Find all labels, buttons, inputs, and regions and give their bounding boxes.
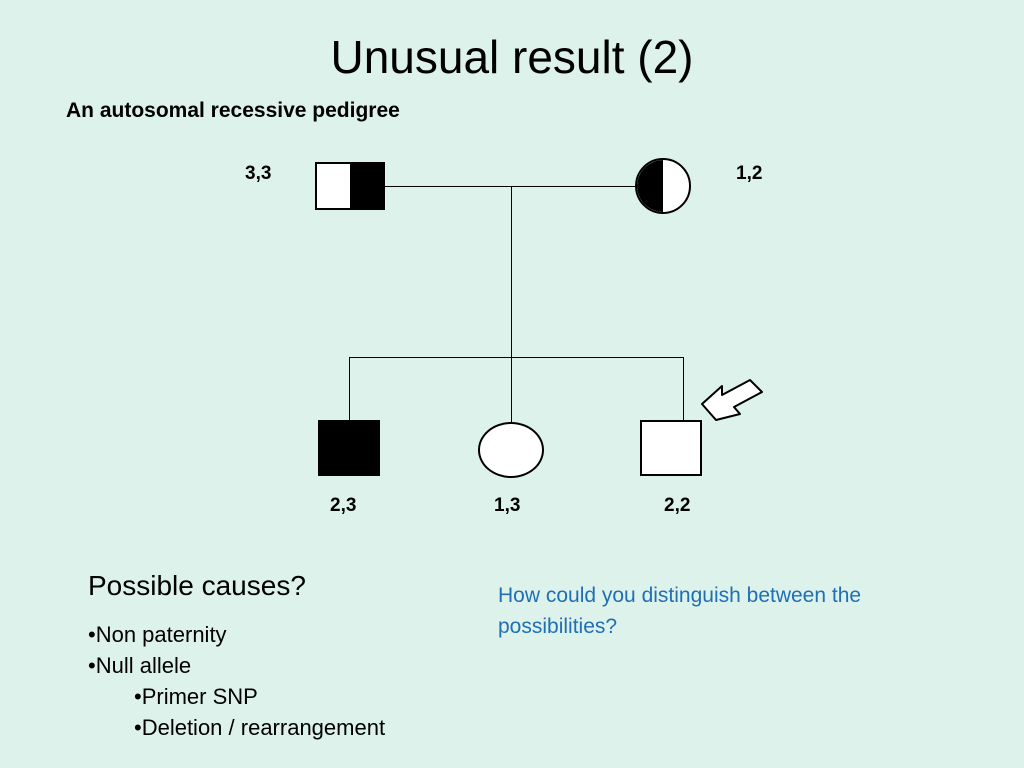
- child-2-genotype-label: 1,3: [494, 495, 521, 516]
- slide-subtitle: An autosomal recessive pedigree: [66, 99, 400, 122]
- arrow-icon: [700, 378, 766, 430]
- mother-symbol-fill: [637, 160, 663, 212]
- sibline-drop-1: [349, 357, 350, 421]
- father-symbol-fill: [350, 164, 385, 208]
- sibship-line: [349, 357, 684, 358]
- cause-item-3: •Primer SNP: [134, 684, 258, 709]
- child-3-symbol: [640, 420, 702, 476]
- child-1-genotype-label: 2,3: [330, 495, 357, 516]
- cause-item-4: •Deletion / rearrangement: [134, 715, 386, 740]
- page-title: Unusual result (2): [330, 31, 694, 83]
- sibline-drop-2: [511, 357, 512, 423]
- father-symbol: [315, 162, 385, 210]
- sibline-drop-3: [683, 357, 684, 421]
- possible-causes-heading: Possible causes?: [88, 570, 306, 601]
- father-genotype-label: 3,3: [245, 163, 272, 184]
- child-1-symbol: [318, 420, 380, 476]
- child-3-genotype-label: 2,2: [664, 495, 691, 516]
- cause-item-2: •Null allele: [88, 653, 192, 678]
- question-text: How could you distinguish between the po…: [498, 584, 862, 638]
- descent-line: [511, 186, 512, 358]
- cause-item-1: •Non paternity: [88, 622, 227, 647]
- child-2-symbol: [478, 422, 544, 478]
- mother-symbol: [635, 158, 691, 214]
- mother-genotype-label: 1,2: [736, 163, 763, 184]
- mating-line: [385, 186, 635, 187]
